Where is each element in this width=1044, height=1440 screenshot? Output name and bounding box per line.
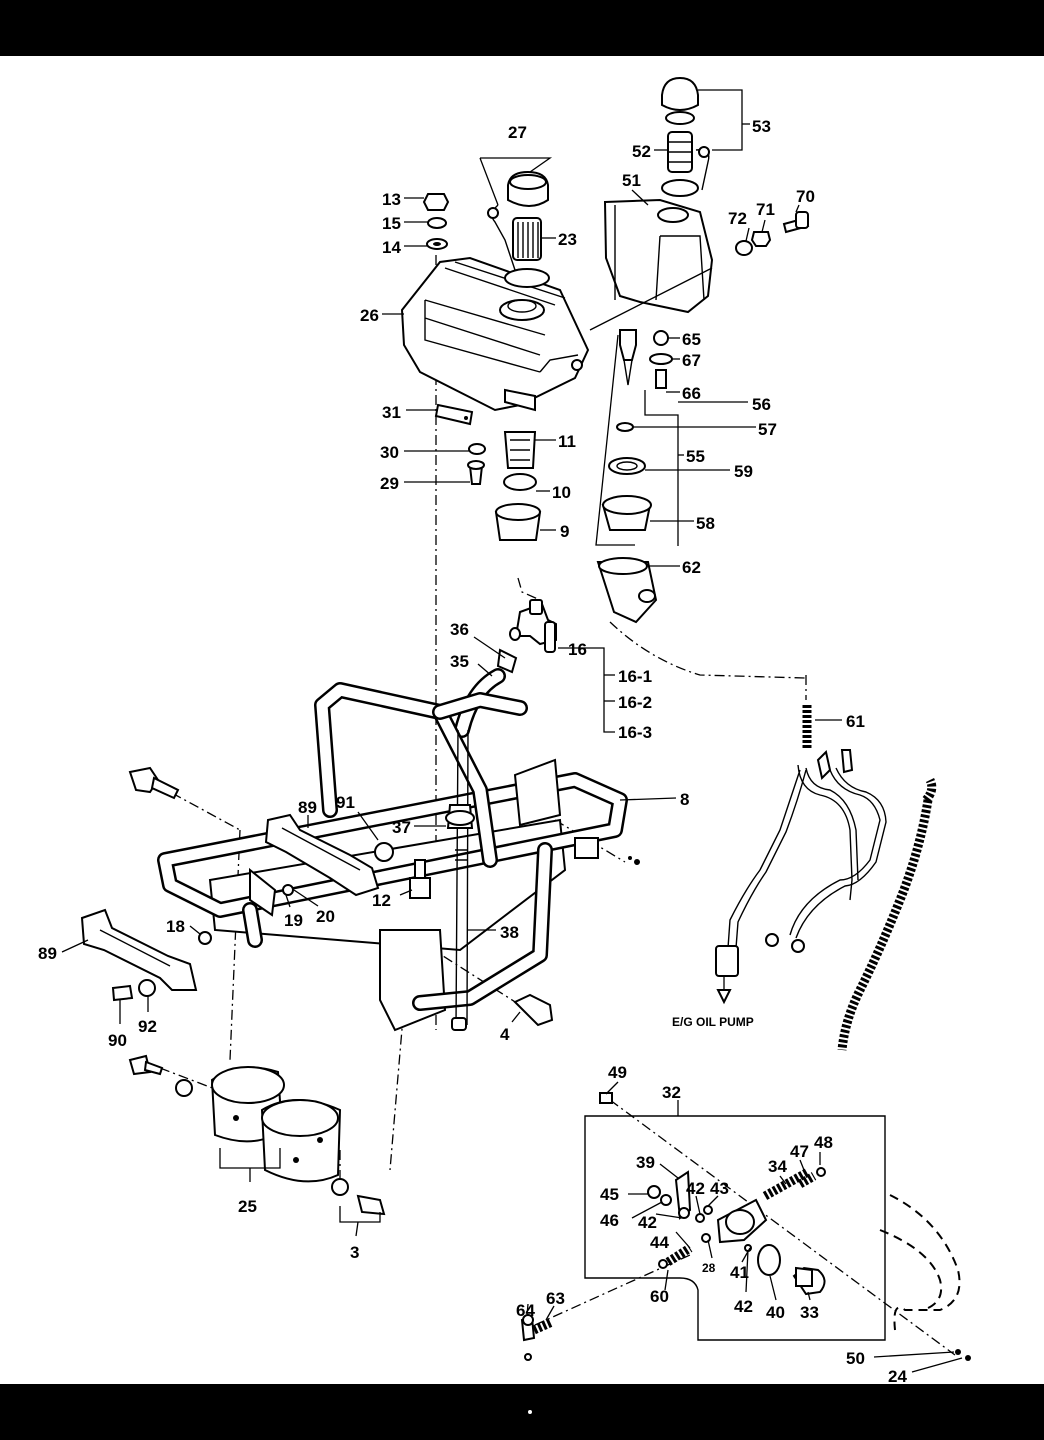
label-57: 57 bbox=[758, 420, 777, 439]
label-51: 51 bbox=[622, 171, 641, 190]
frame bbox=[157, 682, 628, 1032]
oil-pump-box bbox=[520, 1092, 971, 1416]
label-8: 8 bbox=[680, 790, 689, 809]
label-9: 9 bbox=[560, 522, 569, 541]
oil-tank-fasteners bbox=[735, 211, 810, 256]
label-61: 61 bbox=[846, 712, 865, 731]
label-16-3: 16-3 bbox=[618, 723, 652, 742]
label-45: 45 bbox=[600, 1185, 619, 1204]
fuel-hose bbox=[454, 648, 518, 738]
bottom-black-bar bbox=[0, 1384, 1044, 1440]
label-10: 10 bbox=[552, 483, 571, 502]
label-42a: 42 bbox=[686, 1179, 705, 1198]
label-72: 72 bbox=[728, 209, 747, 228]
part-labels: 13 15 14 27 23 26 53 52 51 72 71 70 65 6… bbox=[38, 117, 907, 1422]
label-30: 30 bbox=[380, 443, 399, 462]
label-24: 24 bbox=[888, 1367, 907, 1386]
mounting-rubbers bbox=[128, 1054, 386, 1216]
label-40: 40 bbox=[766, 1303, 785, 1322]
label-43: 43 bbox=[710, 1179, 729, 1198]
oil-filter-group bbox=[595, 329, 679, 624]
label-20: 20 bbox=[316, 907, 335, 926]
label-42b: 42 bbox=[638, 1213, 657, 1232]
label-23: 23 bbox=[558, 230, 577, 249]
label-eg-oil-pump: E/G OIL PUMP bbox=[672, 1015, 754, 1029]
carry-handle-lower bbox=[80, 908, 198, 1002]
label-52: 52 bbox=[632, 142, 651, 161]
label-53: 53 bbox=[752, 117, 771, 136]
label-27: 27 bbox=[508, 123, 527, 142]
label-32: 32 bbox=[662, 1083, 681, 1102]
label-66: 66 bbox=[682, 384, 701, 403]
label-62: 62 bbox=[682, 558, 701, 577]
label-25: 25 bbox=[238, 1197, 257, 1216]
label-42c: 42 bbox=[734, 1297, 753, 1316]
label-92: 92 bbox=[138, 1017, 157, 1036]
label-18: 18 bbox=[166, 917, 185, 936]
label-12: 12 bbox=[372, 891, 391, 910]
tank-bottom-parts bbox=[434, 403, 542, 541]
label-39: 39 bbox=[636, 1153, 655, 1172]
label-50: 50 bbox=[846, 1349, 865, 1368]
label-44: 44 bbox=[650, 1233, 669, 1252]
fuel-tank bbox=[400, 256, 590, 412]
oil-tank bbox=[589, 198, 714, 331]
label-19: 19 bbox=[284, 911, 303, 930]
label-59: 59 bbox=[734, 462, 753, 481]
label-38: 38 bbox=[500, 923, 519, 942]
label-3: 3 bbox=[350, 1243, 359, 1262]
label-55: 55 bbox=[686, 447, 705, 466]
label-65: 65 bbox=[682, 330, 701, 349]
label-14: 14 bbox=[382, 238, 401, 257]
label-56: 56 bbox=[752, 395, 771, 414]
label-49: 49 bbox=[608, 1063, 627, 1082]
label-47: 47 bbox=[790, 1142, 809, 1161]
leader-lines bbox=[61, 89, 963, 1412]
label-33: 33 bbox=[800, 1303, 819, 1322]
fuel-cap-assembly bbox=[487, 170, 550, 288]
label-67: 67 bbox=[682, 351, 701, 370]
label-16-1: 16-1 bbox=[618, 667, 652, 686]
frame-bolts bbox=[128, 766, 640, 1027]
label-60: 60 bbox=[650, 1287, 669, 1306]
label-71: 71 bbox=[756, 200, 775, 219]
label-90: 90 bbox=[108, 1031, 127, 1050]
label-91: 91 bbox=[336, 793, 355, 812]
fuel-cock bbox=[509, 599, 557, 653]
oil-cap-assembly bbox=[661, 76, 710, 197]
label-58: 58 bbox=[696, 514, 715, 533]
label-16-2: 16-2 bbox=[618, 693, 652, 712]
label-48: 48 bbox=[814, 1133, 833, 1152]
label-34: 34 bbox=[768, 1157, 787, 1176]
label-63: 63 bbox=[546, 1289, 565, 1308]
nut-washer-stack bbox=[422, 193, 450, 250]
label-54: 54 bbox=[416, 1403, 435, 1422]
label-11: 11 bbox=[558, 432, 576, 451]
label-41: 41 bbox=[730, 1263, 749, 1282]
label-89-lower: 89 bbox=[38, 944, 57, 963]
label-15: 15 bbox=[382, 214, 401, 233]
label-35: 35 bbox=[450, 652, 469, 671]
label-29: 29 bbox=[380, 474, 399, 493]
label-36: 36 bbox=[450, 620, 469, 639]
label-70: 70 bbox=[796, 187, 815, 206]
top-black-bar bbox=[0, 0, 1044, 56]
label-16: 16 bbox=[568, 640, 587, 659]
label-64: 64 bbox=[516, 1301, 535, 1320]
label-31: 31 bbox=[382, 403, 401, 422]
carry-handle-upper bbox=[249, 813, 380, 917]
label-89-upper: 89 bbox=[298, 798, 317, 817]
label-28: 28 bbox=[702, 1261, 716, 1275]
label-37: 37 bbox=[392, 818, 411, 837]
label-13: 13 bbox=[382, 190, 401, 209]
label-26: 26 bbox=[360, 306, 379, 325]
oil-hose-and-wiring bbox=[715, 705, 937, 1051]
label-4: 4 bbox=[500, 1025, 510, 1044]
label-46: 46 bbox=[600, 1211, 619, 1230]
